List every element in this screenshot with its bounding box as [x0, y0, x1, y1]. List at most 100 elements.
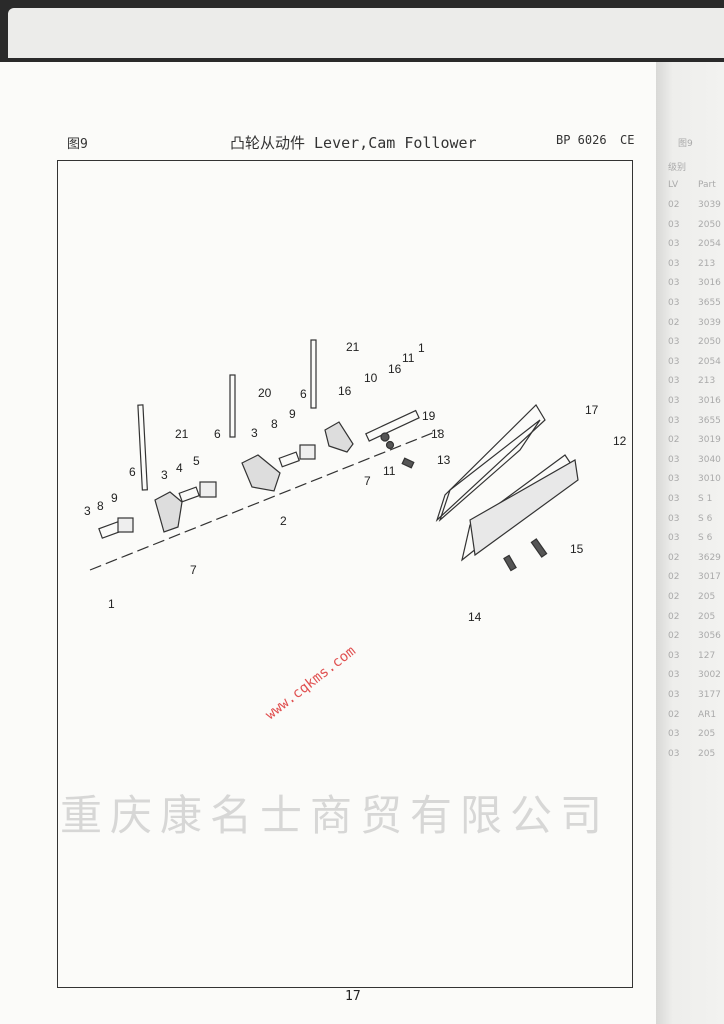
row-level: 02 [668, 435, 680, 446]
row-level: 03 [668, 258, 680, 269]
row-part: 3039 [698, 200, 721, 210]
row-part: 3016 [698, 278, 721, 289]
table-row: 03 2054 [668, 357, 721, 367]
pin [278, 451, 300, 468]
page-number: 17 [345, 989, 361, 1004]
callout-label: 21 [175, 427, 189, 441]
lever [241, 454, 281, 492]
row-level: 03 [668, 729, 680, 740]
row-part: 3039 [698, 317, 721, 328]
row-level: 03 [668, 356, 680, 367]
table-header: LV Part [668, 180, 716, 190]
lever [154, 491, 183, 533]
row-level: 03 [668, 376, 680, 387]
row-level: 02 [668, 611, 680, 622]
row-part: 3017 [698, 572, 721, 583]
row-level: 03 [668, 415, 680, 426]
callout-label: 11 [383, 464, 396, 478]
table-row: 03 3016 [668, 278, 721, 288]
row-part: 3010 [698, 474, 721, 485]
row-level: 03 [668, 454, 680, 465]
row-level: 03 [668, 337, 680, 348]
gasket [438, 419, 541, 522]
callout-label: 19 [422, 409, 436, 423]
row-part: 3040 [698, 454, 721, 465]
row-level: 03 [668, 494, 680, 504]
callout-label: 16 [338, 384, 352, 398]
row-level: 03 [668, 533, 680, 544]
row-level: 03 [668, 690, 680, 700]
row-part: 213 [698, 376, 716, 387]
section-code: CE [620, 133, 635, 147]
callout-label: 6 [300, 387, 307, 401]
watermark-url: www.cqkms.com [263, 643, 359, 723]
row-level: 02 [668, 552, 680, 563]
table-row: 02 205 [668, 592, 715, 602]
row-part: 205 [698, 592, 716, 602]
callout-label: 13 [437, 453, 451, 467]
top-sheet-edge [8, 8, 724, 58]
figure-number: 图9 [67, 137, 88, 152]
table-row: 02 3629 [668, 553, 721, 563]
row-level: 03 [668, 298, 680, 308]
row-part: 3655 [698, 415, 721, 426]
row-part: 205 [698, 748, 716, 759]
callout-label: 14 [468, 610, 482, 624]
row-part: 2054 [698, 356, 721, 367]
row-part: AR1 [698, 709, 717, 720]
callout-label: 4 [176, 461, 183, 475]
row-part: 205 [698, 611, 716, 622]
row-part: 2054 [698, 239, 721, 250]
roller [117, 517, 134, 533]
row-level: 02 [668, 592, 680, 602]
table-row: 03 213 [668, 259, 715, 269]
row-level: 03 [668, 278, 680, 289]
axis-line [89, 429, 441, 571]
row-part: 205 [698, 729, 716, 740]
callout-label: 18 [431, 427, 445, 441]
watermark-company: 重庆康名士商贸有限公司 [60, 791, 610, 840]
callout-label: 3 [84, 504, 91, 518]
document-page [0, 62, 656, 1024]
row-part: S 6 [698, 513, 713, 524]
row-level: 02 [668, 631, 680, 642]
row-level: 03 [668, 670, 680, 681]
row-part: 3629 [698, 552, 721, 563]
pin [178, 486, 200, 503]
row-part: 3002 [698, 670, 721, 681]
callout-label: 3 [161, 468, 168, 482]
table-row: 03 205 [668, 749, 715, 759]
shaft [365, 409, 420, 442]
bolt [401, 457, 415, 469]
row-level: 03 [668, 748, 680, 759]
push-rod [310, 339, 317, 409]
callout-label: 9 [111, 491, 118, 505]
table-row: 03 205 [668, 729, 715, 739]
table-header-level: 级别 [668, 163, 687, 173]
header-part: Part [698, 180, 716, 190]
row-part: 2050 [698, 219, 721, 230]
header-lv: LV [668, 180, 679, 190]
callout-label: 10 [364, 371, 378, 385]
row-level: 03 [668, 513, 680, 524]
table-row: 03 3002 [668, 670, 721, 680]
row-part: 213 [698, 258, 716, 269]
callout-label: 8 [97, 499, 104, 513]
model-code: BP 6026 [556, 133, 607, 147]
lever [324, 421, 354, 453]
callout-label: 6 [129, 465, 136, 479]
row-part: 3016 [698, 396, 721, 406]
push-rod [137, 404, 148, 491]
